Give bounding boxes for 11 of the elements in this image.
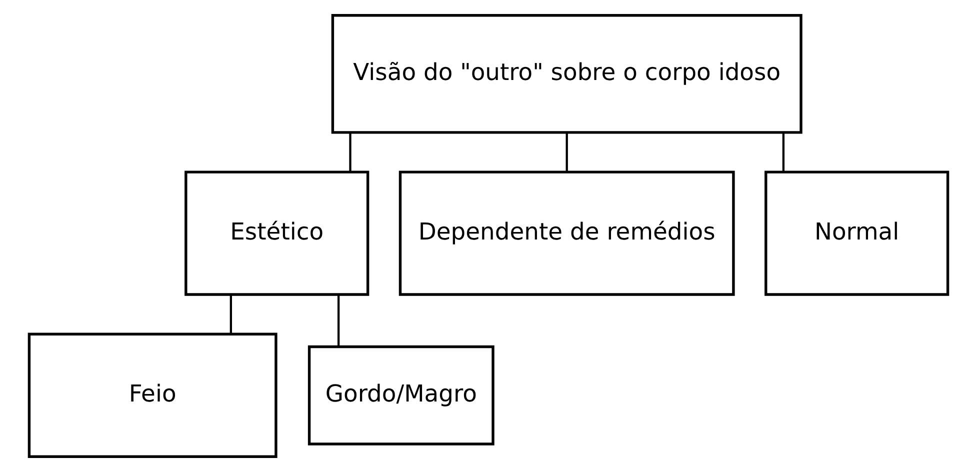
node-box: Dependente de remédios: [398, 170, 735, 296]
node-box: Gordo/Magro: [308, 345, 494, 446]
node-box: Estético: [184, 170, 370, 296]
connector: [349, 132, 352, 172]
node-box: Normal: [764, 170, 950, 296]
node-box: Feio: [28, 332, 278, 458]
connector: [337, 294, 340, 347]
connector: [782, 132, 785, 172]
connector: [230, 294, 232, 334]
node-box: Visão do "outro" sobre o corpo idoso: [331, 14, 802, 134]
connector: [566, 132, 568, 172]
